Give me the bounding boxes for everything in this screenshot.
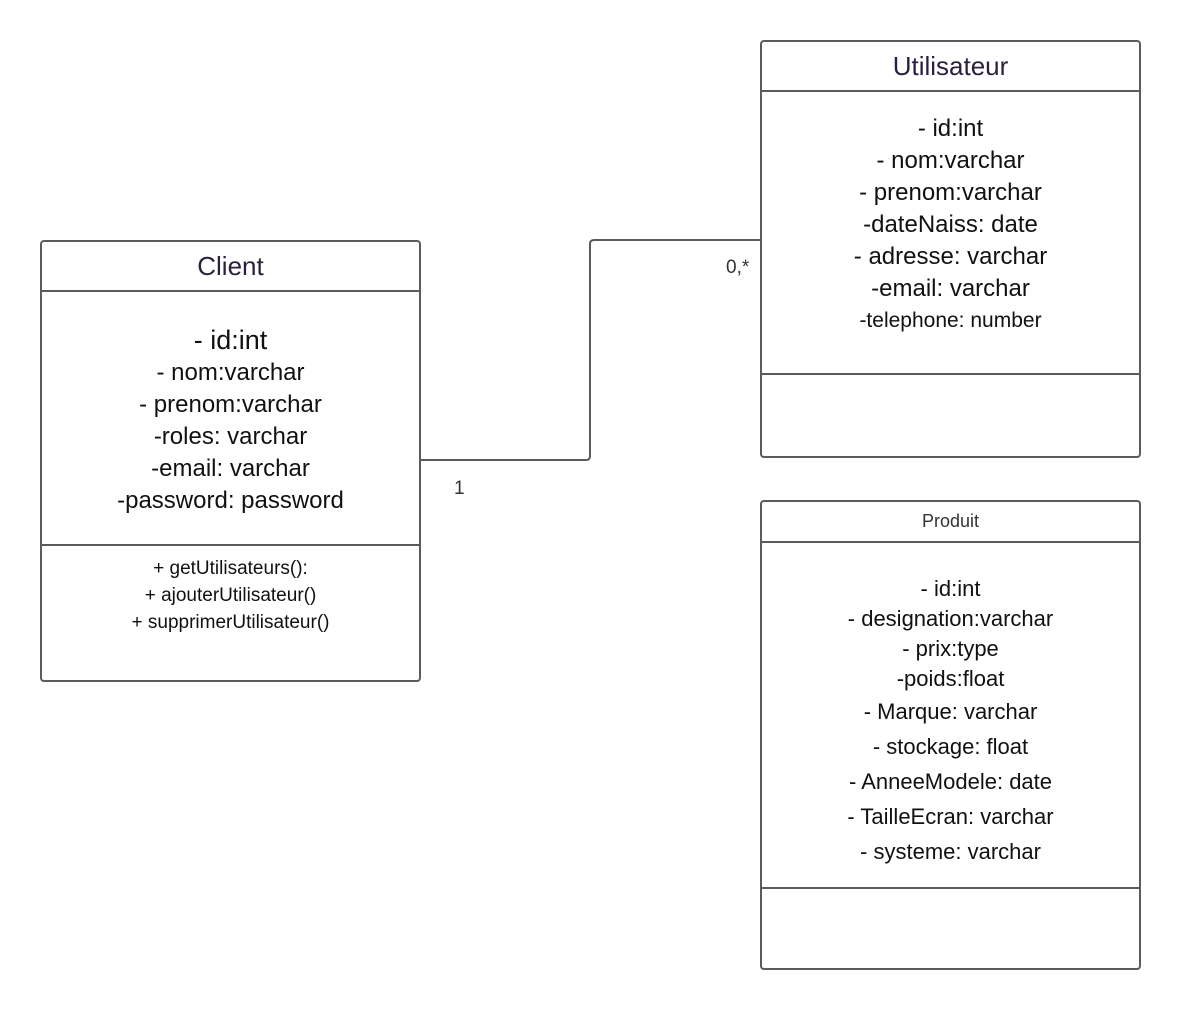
utilisateur-attribute-adresse: - adresse: varchar	[853, 242, 1048, 270]
utilisateur-attribute-nom: - nom:varchar	[876, 146, 1025, 174]
produit-attribute-poids: -poids:float	[896, 665, 1005, 691]
client-method-get-utilisateurs: + getUtilisateurs():	[153, 557, 308, 579]
client-attribute-id: - id:int	[193, 325, 268, 355]
produit-class-box[interactable]: Produit - id:int - designation:varchar -…	[760, 500, 1141, 970]
utilisateur-methods	[762, 375, 1139, 456]
produit-attributes: - id:int - designation:varchar - prix:ty…	[762, 543, 1139, 889]
utilisateur-attribute-id: - id:int	[917, 114, 984, 142]
client-methods: + getUtilisateurs(): + ajouterUtilisateu…	[42, 546, 419, 680]
utilisateur-attribute-prenom: - prenom:varchar	[859, 178, 1042, 206]
client-method-supprimer-utilisateur: + supprimerUtilisateur()	[131, 611, 330, 633]
utilisateur-attribute-telephone: -telephone: number	[859, 308, 1042, 332]
multiplicity-client-end: 1	[454, 478, 465, 499]
utilisateur-attributes: - id:int - nom:varchar - prenom:varchar …	[762, 92, 1139, 375]
produit-attribute-annee-modele: - AnneeModele: date	[848, 768, 1053, 794]
multiplicity-utilisateur-end: 0,*	[726, 257, 750, 278]
utilisateur-class-name: Utilisateur	[762, 42, 1139, 92]
client-method-ajouter-utilisateur: + ajouterUtilisateur()	[144, 584, 317, 606]
client-attribute-password: -password: password	[117, 487, 344, 514]
client-attribute-roles: -roles: varchar	[153, 423, 308, 450]
client-class-name: Client	[42, 242, 419, 292]
utilisateur-class-box[interactable]: Utilisateur - id:int - nom:varchar - pre…	[760, 40, 1141, 458]
produit-class-name: Produit	[762, 502, 1139, 543]
produit-attribute-prix: - prix:type	[902, 635, 999, 661]
client-attributes: - id:int - nom:varchar - prenom:varchar …	[42, 292, 419, 546]
utilisateur-attribute-email: -email: varchar	[871, 274, 1030, 302]
produit-attribute-marque: - Marque: varchar	[863, 698, 1038, 724]
client-attribute-nom: - nom:varchar	[156, 359, 305, 386]
client-class-box[interactable]: Client - id:int - nom:varchar - prenom:v…	[40, 240, 421, 682]
produit-methods	[762, 889, 1139, 968]
client-attribute-prenom: - prenom:varchar	[139, 391, 322, 418]
produit-attribute-systeme: - systeme: varchar	[860, 838, 1041, 864]
produit-attribute-stockage: - stockage: float	[872, 733, 1029, 759]
utilisateur-attribute-date-naiss: -dateNaiss: date	[863, 210, 1038, 238]
produit-attribute-taille-ecran: - TailleEcran: varchar	[847, 803, 1054, 829]
produit-attribute-id: - id:int	[920, 575, 981, 601]
produit-attribute-designation: - designation:varchar	[847, 605, 1054, 631]
client-attribute-email: -email: varchar	[151, 455, 310, 482]
